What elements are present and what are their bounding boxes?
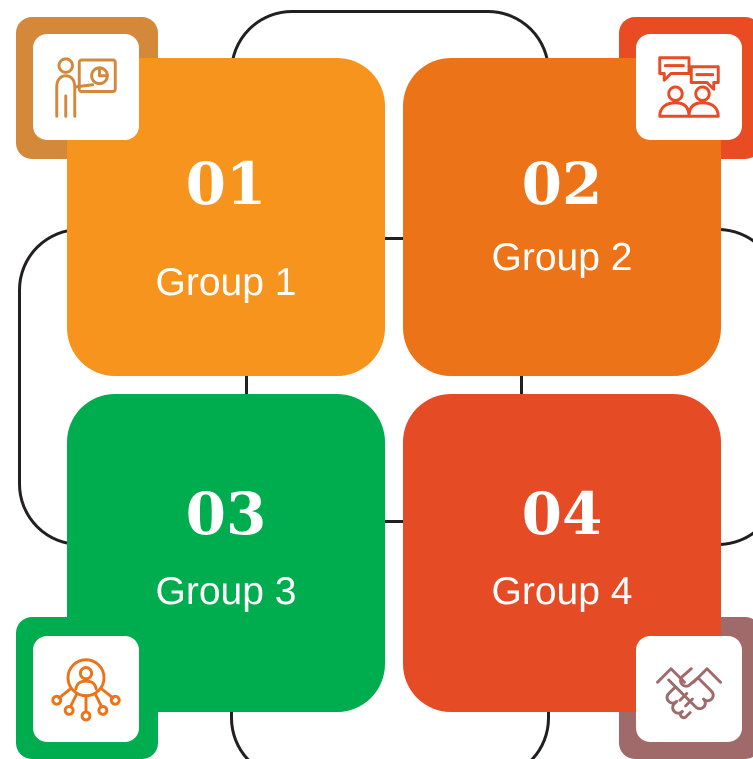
team-chat-icon <box>653 51 725 123</box>
icon-card-group-3 <box>33 636 139 742</box>
group-label: Group 1 <box>155 261 297 304</box>
group-number: 03 <box>185 480 267 548</box>
group-label: Group 2 <box>491 236 633 279</box>
handshake-icon <box>653 653 725 725</box>
icon-card-group-1 <box>33 34 139 140</box>
group-label: Group 4 <box>491 570 633 613</box>
presentation-icon <box>50 51 122 123</box>
group-number: 04 <box>521 480 603 548</box>
group-label: Group 3 <box>155 570 297 613</box>
user-network-icon <box>50 653 122 725</box>
icon-card-group-2 <box>636 34 742 140</box>
group-number: 02 <box>521 150 603 218</box>
tile-group-2: 02 Group 2 <box>403 58 721 376</box>
icon-card-group-4 <box>636 636 742 742</box>
group-number: 01 <box>185 150 267 218</box>
